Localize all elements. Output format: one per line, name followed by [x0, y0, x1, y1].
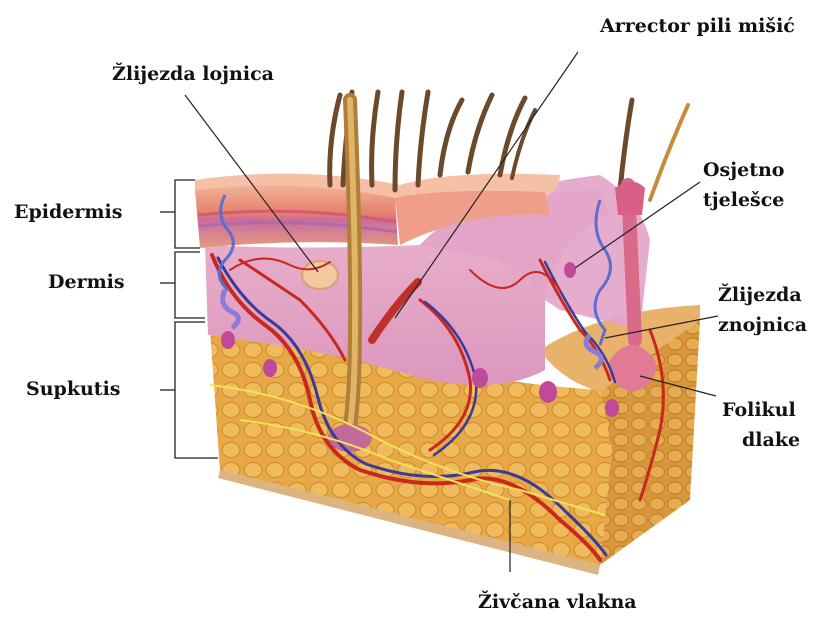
- label-hair-follicle-line1: Folikul: [722, 398, 796, 423]
- label-arrector-pili: Arrector pili mišić: [600, 14, 795, 39]
- label-sweat-gland-line2: znojnica: [718, 313, 807, 338]
- label-dermis: Dermis: [48, 270, 125, 295]
- label-sweat-gland-line1: Žlijezda: [718, 283, 802, 308]
- label-nerve-fibers: Živčana vlakna: [478, 590, 637, 615]
- label-epidermis: Epidermis: [14, 200, 122, 225]
- label-sensory-corpuscle-line1: Osjetno: [703, 158, 784, 183]
- label-hair-follicle-line2: dlake: [742, 428, 800, 453]
- label-sebaceous-gland: Žlijezda lojnica: [112, 62, 274, 87]
- label-sensory-corpuscle-line2: tjelešce: [703, 188, 784, 213]
- label-supkutis: Supkutis: [26, 377, 121, 402]
- sebaceous-gland-shape: [302, 261, 338, 289]
